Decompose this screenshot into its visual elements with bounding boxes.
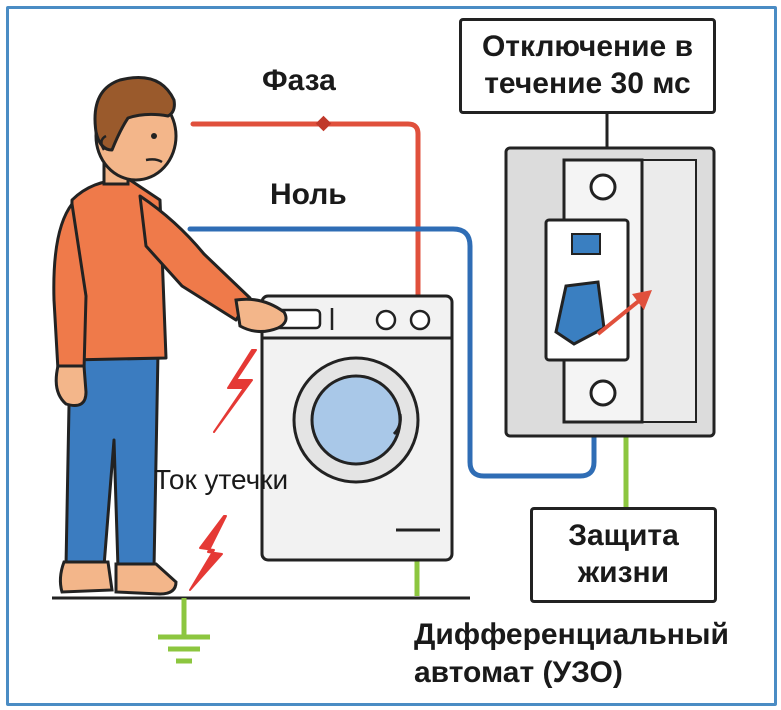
neutral-label: Ноль xyxy=(270,178,347,211)
image-frame xyxy=(6,6,777,706)
rcd-bottom-terminal xyxy=(589,379,617,407)
neutral-wire xyxy=(187,226,597,479)
rcd-toggle-lever xyxy=(554,280,606,346)
person-figure xyxy=(52,76,288,596)
phase-label: Фаза xyxy=(262,64,336,97)
life-protection-box: Защита жизни xyxy=(530,507,717,603)
rcd-top-terminal xyxy=(589,173,617,201)
life-protection-line-2: жизни xyxy=(577,556,670,589)
machine-knob-2 xyxy=(409,309,431,331)
machine-door-glass xyxy=(310,374,402,466)
device-caption-line-1: Дифференциальный xyxy=(414,618,729,651)
trip-time-line-2: течение 30 мс xyxy=(484,67,691,100)
trip-time-box: Отключение в течение 30 мс xyxy=(459,18,716,114)
person-hair xyxy=(93,76,176,152)
device-caption: Дифференциальный автомат (УЗО) xyxy=(414,616,729,693)
person-foot-right xyxy=(114,562,178,596)
trip-time-line-1: Отключение в xyxy=(481,30,694,64)
person-foot-left xyxy=(58,560,114,594)
lightning-icon xyxy=(213,349,257,433)
trip-arrow-head xyxy=(632,290,652,310)
trip-arrow-icon xyxy=(596,298,642,336)
person-hand-right xyxy=(234,297,288,333)
ground-symbol-icon xyxy=(158,634,210,664)
device-caption-line-2: автомат (УЗО) xyxy=(414,656,623,690)
leakage-current-label: Ток утечки xyxy=(154,464,289,495)
phase-wire xyxy=(190,121,421,299)
lightning-icon xyxy=(189,515,227,591)
person-hand-left xyxy=(54,364,88,407)
phase-wire-node xyxy=(315,115,332,132)
life-protection-line-1: Защита xyxy=(568,519,679,553)
person-arm-right xyxy=(138,194,252,322)
rcd-indicator xyxy=(571,233,601,255)
machine-knob-1 xyxy=(375,309,397,331)
